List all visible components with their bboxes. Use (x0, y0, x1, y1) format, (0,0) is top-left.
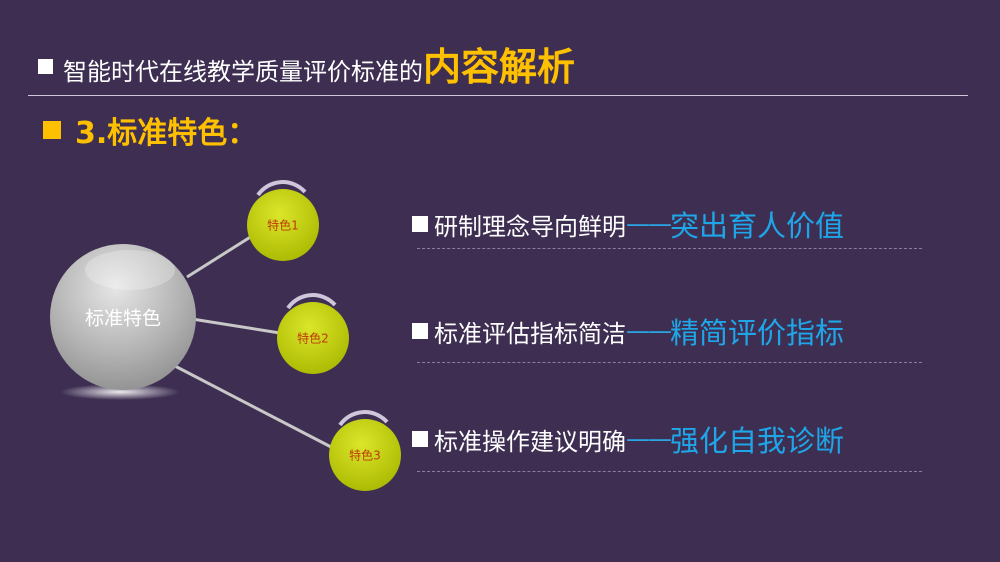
bullet-square-icon (43, 121, 61, 139)
node-2-cap (286, 293, 337, 310)
bullet-square-icon (38, 59, 53, 74)
connector-1 (186, 234, 253, 279)
bullet-square-icon (412, 216, 428, 232)
title-highlight: 内容解析 (423, 45, 576, 89)
node-3-label: 特色3 (349, 448, 381, 463)
center-sphere (50, 244, 196, 390)
item-highlight: 突出育人价值 (670, 209, 845, 243)
feature-item-2: 标准评估指标简洁 —— 精简评价指标 (412, 310, 844, 352)
item-lead: 研制理念导向鲜明 (434, 212, 626, 241)
item-highlight: 强化自我诊断 (670, 424, 845, 458)
sphere-glow (60, 384, 180, 400)
center-label: 标准特色 (84, 307, 162, 330)
dashed-divider (417, 471, 922, 472)
node-3 (329, 419, 401, 491)
node-2 (277, 302, 349, 374)
connector-2 (191, 317, 281, 335)
dashed-divider (417, 362, 922, 363)
connector-3 (172, 363, 334, 450)
feature-item-3: 标准操作建议明确 —— 强化自我诊断 (412, 418, 844, 460)
slide-title: 智能时代在线教学质量评价标准的 内容解析 (38, 36, 575, 91)
item-dash: —— (626, 317, 672, 345)
node-1-cap (256, 180, 307, 197)
item-dash: —— (626, 210, 672, 238)
bullet-square-icon (412, 431, 428, 447)
section-heading: 3.标准特色： (43, 108, 257, 152)
item-dash: —— (626, 425, 672, 453)
feature-item-1: 研制理念导向鲜明 —— 突出育人价值 (412, 203, 844, 245)
bullet-square-icon (412, 323, 428, 339)
node-1-label: 特色1 (267, 218, 299, 233)
node-3-cap (338, 410, 389, 427)
title-prefix: 智能时代在线教学质量评价标准的 (63, 58, 423, 86)
title-divider (28, 95, 968, 96)
section-heading-text: 3.标准特色： (75, 116, 258, 151)
item-highlight: 精简评价指标 (670, 316, 845, 350)
node-1 (247, 189, 319, 261)
dashed-divider (417, 248, 922, 249)
item-lead: 标准评估指标简洁 (434, 319, 626, 348)
sphere-highlight (85, 250, 175, 290)
node-2-label: 特色2 (297, 331, 329, 346)
item-lead: 标准操作建议明确 (434, 427, 626, 456)
